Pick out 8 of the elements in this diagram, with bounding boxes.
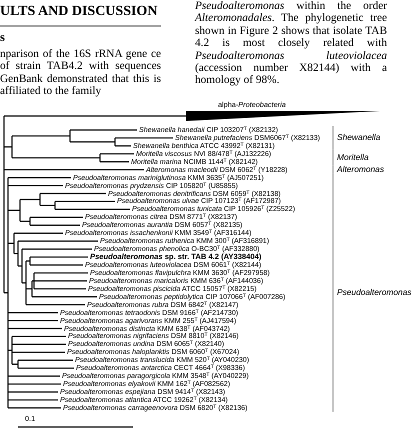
clade-label: Pseudoalteromonas — [337, 286, 412, 297]
section-heading: ULTS AND DISCUSSION — [0, 4, 158, 20]
body-paragraph: nparison of the 16S rRNA gene ce of strain TAB4.2 with sequences GenBank demonstrated that this is affiliated to the family — [0, 48, 161, 98]
clade-label: Shewanella — [337, 132, 380, 142]
clade-label: Moritella — [337, 152, 369, 162]
clade-label: Alteromonas — [337, 164, 384, 174]
body-paragraph: Pseudoalteromonas within the order Alteromonadales. The phylogenetic tree shown in Figure 2 shows that isolate TAB 4.2 is most closely related with Pseudoalteromonas luteoviolacea (accession number X82144) with a homology of 98%. — [195, 0, 387, 87]
subsection-heading: s — [0, 30, 5, 45]
